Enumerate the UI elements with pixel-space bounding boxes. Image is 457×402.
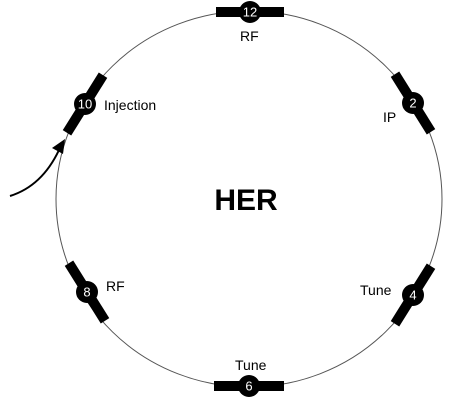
point-6-number: 6 (245, 379, 252, 394)
point-10-marker (74, 93, 96, 115)
point-4-label: Tune (360, 282, 392, 298)
point-2-number: 2 (409, 96, 416, 111)
point-2-marker (402, 92, 424, 114)
interaction-point-8: 8 RF (64, 260, 125, 324)
interaction-point-12: 12 RF (216, 1, 284, 44)
interaction-point-6: 6 Tune (214, 357, 284, 397)
injection-arrow-head (52, 139, 65, 154)
point-8-marker (76, 281, 98, 303)
point-6-marker (238, 375, 260, 397)
point-8-number: 8 (83, 285, 90, 300)
point-8-label: RF (106, 278, 125, 294)
injection-arrow (9, 149, 60, 197)
point-10-label: Injection (104, 97, 156, 113)
point-4-number: 4 (409, 288, 416, 303)
interaction-point-2: 2 IP (383, 71, 436, 135)
interaction-point-4: 4 Tune (360, 263, 436, 327)
point-2-label: IP (383, 109, 396, 125)
ring-title: HER (214, 184, 278, 217)
point-12-label: RF (240, 28, 259, 44)
point-4-marker (402, 284, 424, 306)
point-6-label: Tune (235, 357, 267, 373)
point-12-number: 12 (243, 5, 257, 20)
point-12-marker (239, 1, 261, 23)
interaction-point-10: 10 Injection (62, 72, 156, 136)
point-10-number: 10 (78, 97, 92, 112)
